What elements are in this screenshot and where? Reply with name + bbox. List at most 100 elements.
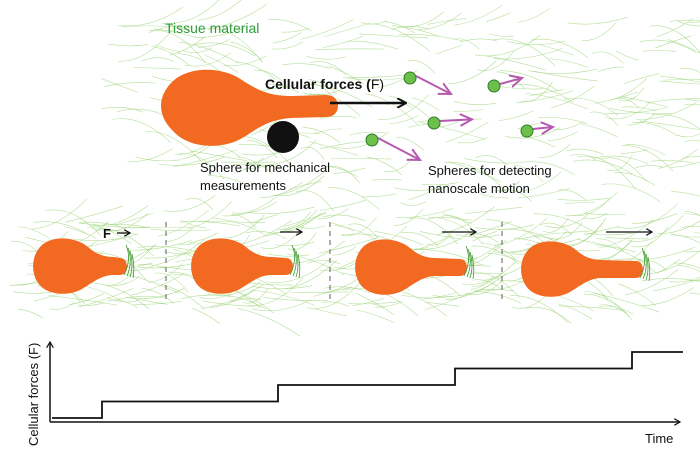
tissue-fiber bbox=[660, 75, 700, 83]
tissue-fiber bbox=[389, 115, 419, 125]
tissue-fiber bbox=[264, 83, 300, 94]
spheres-detecting-label-line2: nanoscale motion bbox=[428, 181, 530, 196]
tissue-fiber bbox=[31, 198, 87, 230]
tissue-fiber bbox=[471, 272, 504, 288]
tissue-fiber bbox=[418, 12, 462, 31]
tissue-fiber bbox=[645, 98, 700, 104]
tissue-fiber bbox=[411, 97, 440, 112]
tissue-fiber bbox=[254, 69, 288, 87]
tissue-fiber bbox=[268, 253, 310, 257]
tissue-fiber bbox=[374, 231, 424, 246]
tissue-fiber bbox=[566, 148, 604, 155]
pulled-fiber bbox=[129, 250, 133, 278]
tissue-fiber bbox=[105, 269, 136, 286]
tissue-fiber bbox=[624, 269, 679, 296]
tissue-fiber bbox=[401, 232, 439, 247]
tissue-fiber bbox=[276, 175, 325, 197]
tissue-fiber bbox=[341, 216, 377, 236]
tissue-fiber bbox=[643, 50, 677, 52]
tissue-fiber bbox=[474, 34, 541, 57]
pulled-fiber bbox=[131, 253, 135, 279]
tissue-fiber bbox=[393, 208, 424, 226]
tissue-fiber bbox=[191, 308, 221, 325]
tissue-fiber bbox=[188, 232, 219, 244]
tissue-fiber bbox=[470, 275, 495, 290]
tissue-fiber bbox=[307, 259, 341, 265]
tissue-fiber bbox=[300, 146, 325, 160]
tissue-fiber bbox=[651, 160, 695, 164]
tissue-fiber bbox=[455, 234, 500, 238]
tissue-fiber bbox=[558, 303, 593, 320]
tissue-fiber bbox=[324, 286, 370, 293]
tissue-fiber bbox=[548, 58, 589, 68]
tissue-fiber bbox=[684, 213, 700, 216]
tissue-fiber bbox=[681, 225, 700, 229]
tissue-fiber bbox=[403, 11, 444, 28]
tissue-fiber bbox=[287, 232, 317, 250]
tissue-fiber bbox=[641, 260, 666, 270]
tissue-fiber bbox=[359, 33, 429, 39]
tissue-fiber bbox=[525, 307, 572, 324]
motion-arrow bbox=[377, 137, 420, 160]
tissue-fiber bbox=[477, 50, 515, 71]
tissue-fiber bbox=[605, 107, 667, 114]
tissue-fiber bbox=[625, 144, 666, 156]
tissue-fiber bbox=[640, 39, 697, 53]
tissue-fiber bbox=[182, 47, 213, 53]
tissue-fiber bbox=[288, 181, 322, 190]
tissue-fiber bbox=[572, 159, 633, 175]
tissue-fiber bbox=[499, 189, 532, 202]
tissue-fiber bbox=[137, 246, 196, 252]
force-step-line bbox=[52, 351, 683, 419]
tissue-fiber bbox=[78, 302, 105, 306]
tissue-fiber bbox=[589, 111, 619, 126]
tissue-fiber bbox=[538, 144, 571, 158]
tissue-fiber bbox=[272, 41, 303, 50]
tissue-fiber bbox=[101, 106, 144, 113]
panel-cell bbox=[355, 239, 467, 295]
tissue-fiber bbox=[286, 253, 345, 276]
tissue-fiber bbox=[658, 149, 698, 169]
tissue-fiber bbox=[527, 68, 598, 74]
tissue-fiber bbox=[407, 60, 435, 74]
tissue-fiber bbox=[366, 156, 403, 176]
tissue-fiber bbox=[426, 302, 460, 307]
tissue-fiber bbox=[614, 258, 642, 260]
tissue-fiber bbox=[659, 80, 700, 85]
tissue-fiber bbox=[238, 144, 271, 147]
tissue-fiber bbox=[332, 246, 357, 256]
tissue-fibers-top bbox=[100, 0, 700, 212]
tissue-fiber bbox=[291, 291, 348, 293]
tissue-fiber bbox=[494, 217, 548, 246]
tissue-fiber bbox=[398, 34, 464, 42]
tissue-fiber bbox=[302, 126, 341, 144]
tissue-fiber bbox=[520, 136, 556, 148]
tissue-fiber bbox=[640, 287, 695, 307]
tissue-fiber bbox=[135, 156, 182, 162]
pulled-fiber bbox=[645, 253, 649, 281]
pulled-fiber bbox=[297, 253, 301, 279]
tissue-fiber bbox=[371, 179, 402, 181]
tissue-fiber bbox=[333, 167, 366, 174]
tissue-fiber bbox=[319, 199, 367, 211]
tissue-fiber bbox=[388, 95, 430, 118]
tissue-fiber bbox=[618, 87, 645, 102]
tissue-fiber bbox=[486, 219, 550, 247]
tissue-fiber bbox=[372, 23, 430, 52]
tissue-fiber bbox=[365, 93, 419, 126]
tissue-fiber bbox=[201, 283, 265, 309]
tissue-fiber bbox=[479, 193, 509, 199]
tissue-fiber bbox=[247, 277, 304, 307]
tissue-fiber bbox=[409, 217, 458, 245]
tissue-fiber bbox=[356, 309, 394, 323]
tissue-fiber bbox=[452, 38, 480, 50]
tissue-fiber bbox=[622, 96, 670, 108]
tissue-fiber bbox=[437, 206, 495, 235]
tissue-fiber bbox=[87, 224, 149, 228]
panel-cell bbox=[521, 241, 643, 297]
tissue-fiber bbox=[300, 19, 354, 40]
tissue-fiber bbox=[555, 222, 583, 240]
pulled-fiber bbox=[642, 250, 647, 280]
tissue-fiber bbox=[378, 95, 429, 120]
tissue-fiber bbox=[631, 213, 678, 225]
